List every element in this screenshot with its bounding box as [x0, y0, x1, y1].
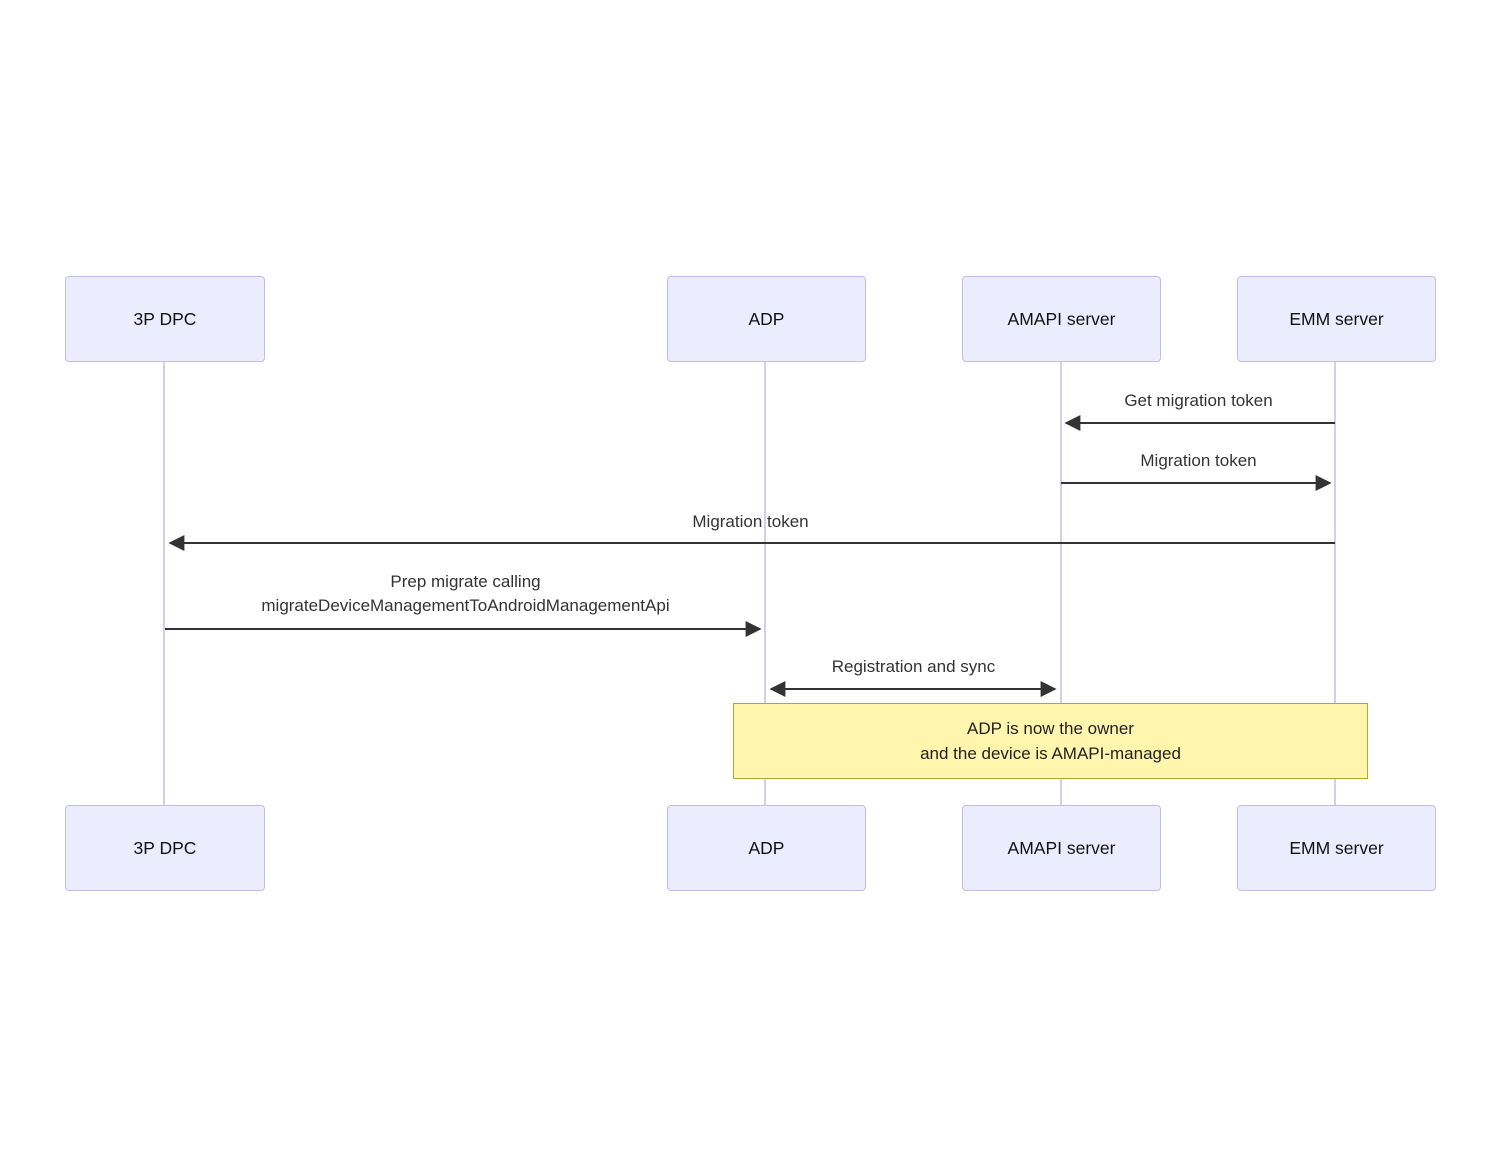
actor-label: ADP	[748, 837, 785, 858]
actor-box-amapi-server-bottom: AMAPI server	[962, 805, 1161, 891]
message-label-migration-token-long: Migration token	[692, 512, 809, 531]
message-label-get-migration-token: Get migration token	[1124, 391, 1273, 410]
lifeline-amapi-server	[1060, 362, 1062, 805]
message-label-registration-and-sync: Registration and sync	[831, 657, 996, 676]
lifeline-emm-server	[1334, 362, 1336, 805]
actor-label: EMM server	[1289, 308, 1384, 329]
actor-label: AMAPI server	[1007, 308, 1116, 329]
actor-box-adp-top: ADP	[667, 276, 866, 362]
message-label-migration-token: Migration token	[1140, 451, 1257, 470]
actor-label: AMAPI server	[1007, 837, 1116, 858]
actor-box-emm-server-top: EMM server	[1237, 276, 1436, 362]
actor-label: EMM server	[1289, 837, 1384, 858]
lifeline-3p-dpc	[163, 362, 165, 805]
actor-label: 3P DPC	[133, 308, 197, 329]
actor-box-adp-bottom: ADP	[667, 805, 866, 891]
actor-label: 3P DPC	[133, 837, 197, 858]
message-label-prep-migrate: Prep migrate calling migrateDeviceManage…	[261, 572, 670, 615]
lifeline-adp	[764, 362, 766, 805]
actor-box-emm-server-bottom: EMM server	[1237, 805, 1436, 891]
actor-box-amapi-server-top: AMAPI server	[962, 276, 1161, 362]
actor-box-3p-dpc-bottom: 3P DPC	[65, 805, 265, 891]
note-adp-owner: ADP is now the owner and the device is A…	[733, 703, 1368, 779]
note-line: ADP is now the owner	[967, 719, 1134, 738]
note-line: and the device is AMAPI-managed	[920, 744, 1181, 763]
actor-box-3p-dpc-top: 3P DPC	[65, 276, 265, 362]
actor-label: ADP	[748, 308, 785, 329]
